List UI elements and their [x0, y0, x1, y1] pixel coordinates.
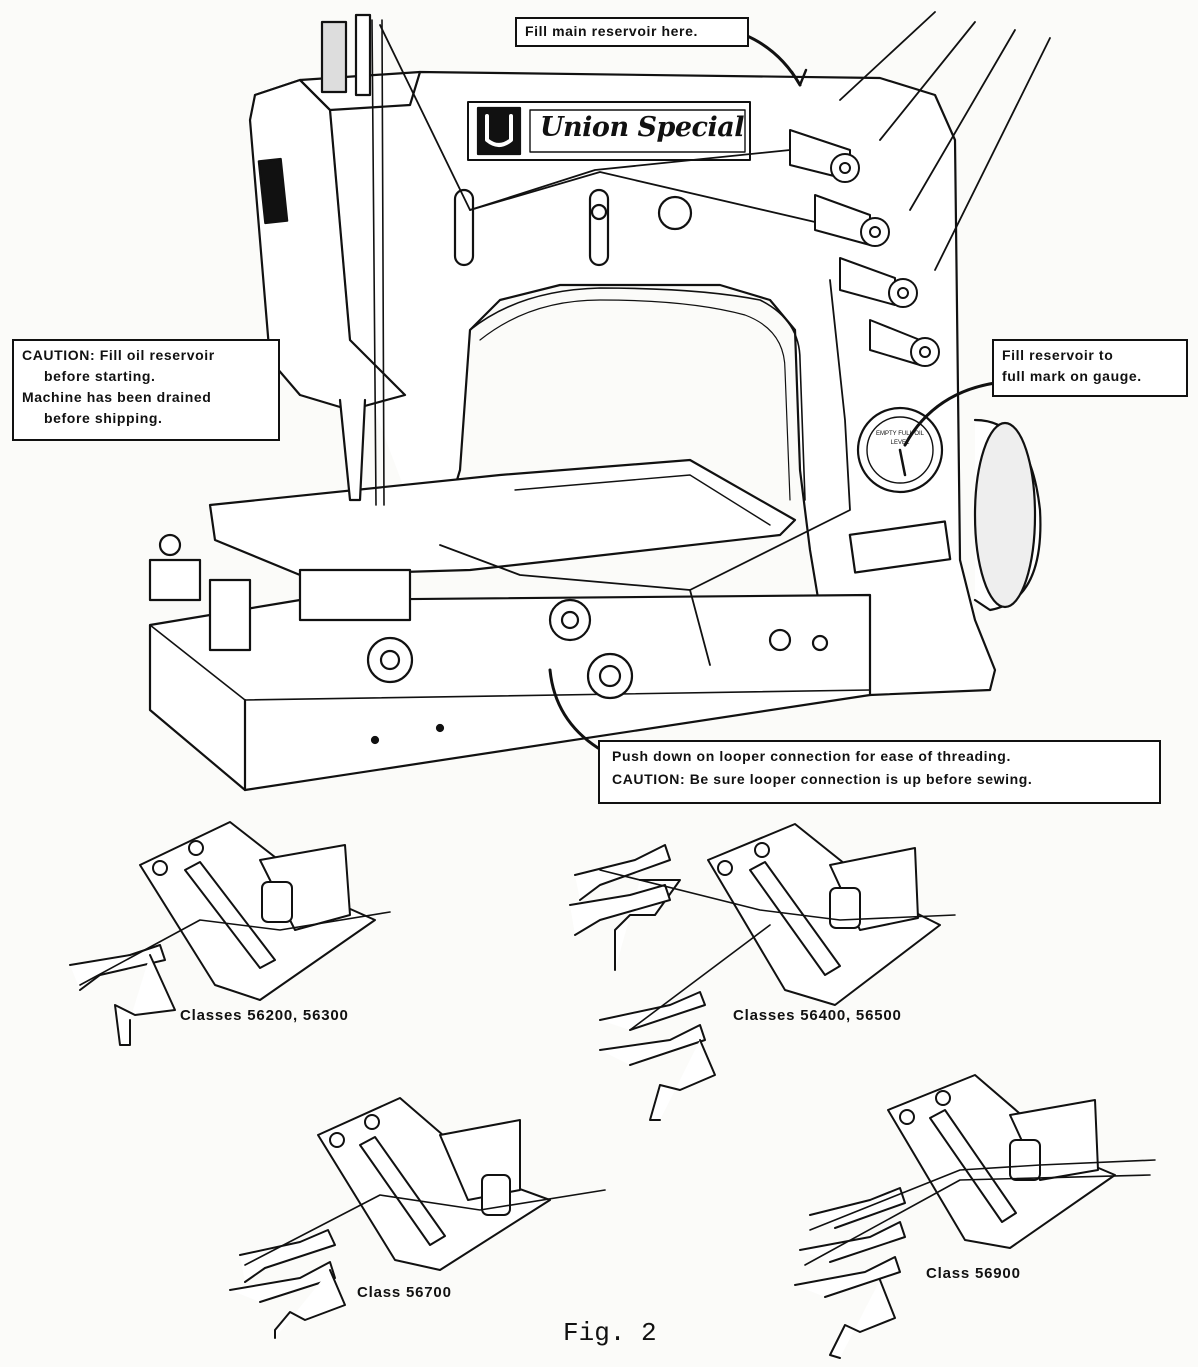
caution-oil-line1: CAUTION: Fill oil reservoir	[22, 347, 215, 363]
caution-oil-line4: before shipping.	[44, 410, 163, 426]
looper-detail-56200	[69, 821, 391, 1046]
caption-classes-56400-56500: Classes 56400, 56500	[733, 1007, 902, 1024]
gauge-text: EMPTY FULL OIL LEVEL	[875, 431, 924, 446]
callout-caution-oil: CAUTION: Fill oil reservoir before start…	[12, 339, 280, 441]
looper-line1: Push down on looper connection for ease …	[612, 748, 1011, 764]
looper-detail-56700	[229, 1097, 606, 1339]
caution-oil-line3: Machine has been drained	[22, 389, 212, 405]
fill-gauge-line2: full mark on gauge.	[1002, 368, 1142, 384]
figure-label: Fig. 2	[563, 1318, 657, 1348]
brand-logo-text: Union Special	[540, 112, 744, 143]
looper-detail-56400	[569, 823, 956, 1121]
caution-oil-line2: before starting.	[44, 368, 156, 384]
callout-fill-main-reservoir: Fill main reservoir here.	[515, 17, 749, 47]
callout-fill-main-text: Fill main reservoir here.	[525, 23, 698, 39]
looper-detail-56900	[794, 1074, 1156, 1359]
callout-looper-connection: Push down on looper connection for ease …	[598, 740, 1161, 804]
fill-gauge-line1: Fill reservoir to	[1002, 347, 1114, 363]
caption-class-56900: Class 56900	[926, 1265, 1021, 1282]
machine-body	[148, 11, 1051, 792]
caption-classes-56200-56300: Classes 56200, 56300	[180, 1007, 349, 1024]
callout-leaders	[548, 33, 1004, 750]
callout-fill-gauge: Fill reservoir to full mark on gauge.	[992, 339, 1188, 397]
caption-class-56700: Class 56700	[357, 1284, 452, 1301]
looper-line2: CAUTION: Be sure looper connection is up…	[612, 771, 1033, 787]
